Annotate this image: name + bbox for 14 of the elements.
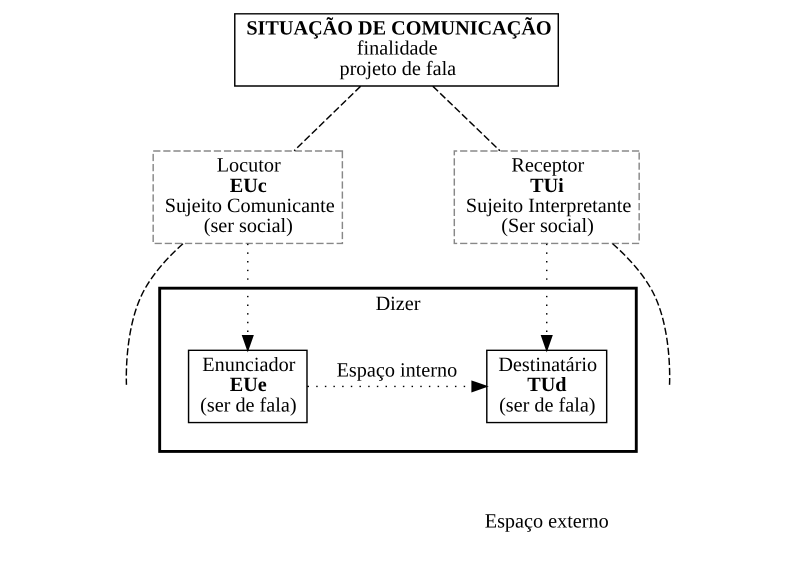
connector — [432, 86, 500, 152]
node-box: Locutor EUc Sujeito Comunicante (ser social) — [152, 150, 343, 244]
arrow — [540, 244, 552, 352]
node-box: Destinatário TUd (ser de fala) — [486, 350, 607, 424]
connector — [612, 243, 670, 385]
node-box: SITUAÇÃO DE COMUNICAÇÃO finalidade projeto de fala — [234, 13, 559, 87]
node-box: Receptor TUi Sujeito Interpretante (Ser social) — [453, 150, 640, 244]
arrow — [241, 244, 254, 352]
node-box: Enunciador EUe (ser de fala) — [187, 350, 308, 424]
arrow — [307, 380, 488, 392]
label: Espaço externo — [484, 510, 608, 533]
edge-label: Espaço interno — [336, 360, 457, 382]
connector — [293, 86, 361, 152]
connector — [125, 243, 183, 385]
